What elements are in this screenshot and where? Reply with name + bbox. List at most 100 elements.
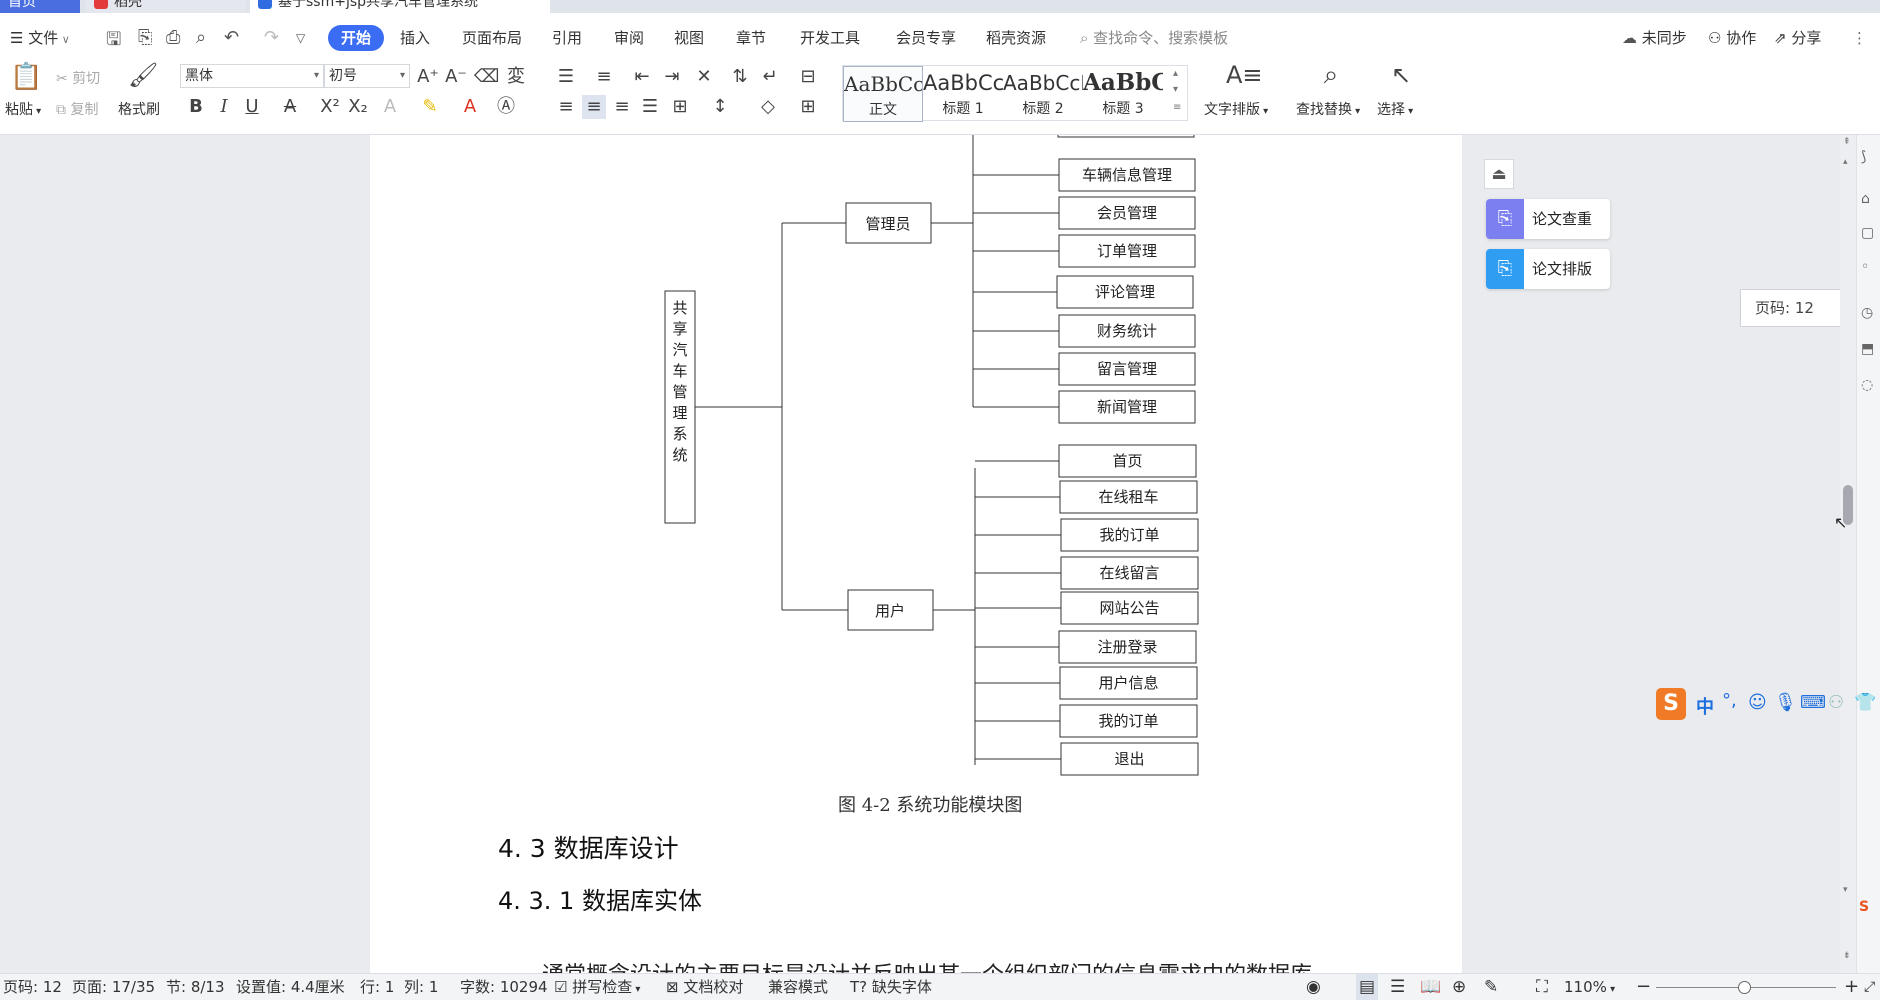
user-module-box[interactable]: 注册登录 <box>1058 630 1197 664</box>
magnifier-icon[interactable]: ⌕ <box>1323 60 1339 90</box>
status-section[interactable]: 节: 8/13 <box>166 978 225 996</box>
outline-view-icon[interactable]: ☰ <box>1390 977 1406 997</box>
sogou-logo-icon[interactable]: S <box>1656 688 1686 720</box>
side-tool-icon[interactable]: ◦ <box>1861 259 1870 275</box>
admin-module-box[interactable]: 新闻管理 <box>1058 390 1196 424</box>
align-right-icon[interactable]: ≡ <box>614 96 630 117</box>
user-module-box[interactable]: 首页 <box>1058 444 1197 478</box>
zoom-slider-knob[interactable] <box>1738 981 1751 994</box>
user-module-box[interactable]: 退出 <box>1060 742 1199 776</box>
align-center-icon[interactable]: ≡ <box>582 95 606 119</box>
missing-font-button[interactable]: T? 缺失字体 <box>850 974 932 1000</box>
zoom-level[interactable]: 110% ▾ <box>1564 978 1616 996</box>
distribute-icon[interactable]: ⊞ <box>672 96 688 117</box>
gallery-up-icon[interactable]: ▴ <box>1173 68 1179 79</box>
admin-module-box[interactable]: 财务统计 <box>1058 314 1196 348</box>
user-center-icon[interactable]: ⚇ <box>1828 692 1845 713</box>
bullets-icon[interactable]: ☰ <box>557 66 575 87</box>
sogou-icon[interactable]: S <box>1859 899 1870 915</box>
admin-module-box[interactable]: 订单管理 <box>1058 234 1196 268</box>
user-module-box[interactable]: 用户信息 <box>1059 666 1198 700</box>
reading-view-icon[interactable]: 📖 <box>1420 977 1442 997</box>
tab-stops-icon[interactable]: ⊟ <box>800 66 816 87</box>
scroll-down-icon[interactable]: ▾ <box>1843 885 1848 895</box>
sync-status[interactable]: ☁ 未同步 <box>1622 25 1687 51</box>
paragraph-mark-icon[interactable]: ↵ <box>762 66 778 87</box>
command-search[interactable]: ⌕ 查找命令、搜索模板 <box>1080 25 1228 51</box>
user-module-box[interactable]: 我的订单 <box>1060 518 1199 552</box>
tab-references[interactable]: 引用 <box>552 29 583 47</box>
scroll-bottom-icon[interactable]: ⇟ <box>1843 951 1851 961</box>
font-color-icon[interactable]: A <box>463 96 477 117</box>
skin-icon[interactable]: 👕 <box>1854 692 1877 713</box>
phonetic-guide-icon[interactable]: 変 <box>507 66 525 87</box>
compat-mode[interactable]: 兼容模式 <box>768 978 829 996</box>
punctuation-icon[interactable]: °, <box>1722 690 1737 711</box>
font-size-select[interactable]: 初号▾ <box>324 64 410 88</box>
clear-format-icon[interactable]: ⌫ <box>474 66 500 87</box>
user-module-box[interactable]: 在线留言 <box>1060 556 1199 590</box>
decrease-indent-icon[interactable]: ⇤ <box>634 66 650 87</box>
microphone-icon[interactable]: 🎙 <box>1774 692 1797 713</box>
spell-check-button[interactable]: ☑ 拼写检查 ▾ <box>554 978 641 996</box>
file-menu[interactable]: ☰ 文件 ∨ <box>10 25 70 51</box>
paper-check-button[interactable]: ⎘ 论文查重 <box>1486 199 1610 239</box>
scroll-top-icon[interactable]: ⇞ <box>1843 137 1851 147</box>
ime-lang-toggle[interactable]: 中 <box>1696 697 1714 718</box>
web-view-icon[interactable]: ⊕ <box>1452 977 1467 997</box>
vertical-scrollbar[interactable]: ⇞ ▴ ↖ ▾ ⇟ <box>1834 135 1856 973</box>
user-module-box[interactable]: 在线租车 <box>1059 480 1198 514</box>
tab-document[interactable]: 基于ssm+jsp共享汽车管理系统 <box>250 0 550 13</box>
quick-access-more-icon[interactable]: ▽ <box>296 31 306 45</box>
italic-icon[interactable]: I <box>220 96 228 117</box>
style-heading-3[interactable]: AaBbC 标题 3 <box>1083 66 1163 122</box>
highlight-icon[interactable]: ✎ <box>422 96 438 117</box>
tab-start[interactable]: 开始 <box>328 25 385 51</box>
select-button[interactable]: 选择 ▾ <box>1377 102 1414 118</box>
admin-module-box[interactable]: 车辆信息管理 <box>1058 158 1196 192</box>
tab-member[interactable]: 会员专享 <box>896 29 957 47</box>
undo-icon[interactable]: ↶ <box>224 27 240 48</box>
print-preview-icon[interactable]: ⌕ <box>196 27 207 48</box>
status-row[interactable]: 行: 1 <box>360 978 395 996</box>
print-icon[interactable]: ⎙ <box>166 27 181 48</box>
strikethrough-icon[interactable]: A <box>283 96 297 117</box>
cursor-select-icon[interactable]: ↖ <box>1390 61 1412 89</box>
redo-icon[interactable]: ↷ <box>264 27 280 48</box>
share-button[interactable]: ⇗ 分享 <box>1774 25 1821 51</box>
side-tool-icon[interactable]: ▢ <box>1861 225 1875 241</box>
paste-button[interactable]: 粘贴 ▾ <box>5 102 42 118</box>
style-heading-2[interactable]: AaBbCcI 标题 2 <box>1003 66 1083 122</box>
sort-icon[interactable]: ⇅ <box>732 66 748 87</box>
save-icon[interactable]: 🖫 <box>106 29 122 50</box>
root-node[interactable]: 共享汽车管理系统 <box>664 290 696 524</box>
zoom-out-icon[interactable]: − <box>1636 976 1652 997</box>
eye-protection-icon[interactable]: ◉ <box>1306 977 1321 997</box>
increase-indent-icon[interactable]: ⇥ <box>664 66 680 87</box>
justify-icon[interactable]: ☰ <box>641 96 659 117</box>
status-word-count[interactable]: 字数: 10294 <box>460 978 548 996</box>
admin-module-box[interactable]: 分类管理 <box>1057 135 1195 138</box>
status-page[interactable]: 页面: 17/35 <box>72 978 156 996</box>
numbering-icon[interactable]: ≡ <box>596 66 612 87</box>
status-page-no[interactable]: 页码: 12 <box>3 978 62 996</box>
tab-developer[interactable]: 开发工具 <box>800 29 861 47</box>
shrink-font-icon[interactable]: A⁻ <box>445 66 467 87</box>
side-tool-icon[interactable]: ⟆ <box>1861 149 1867 165</box>
scrollbar-thumb[interactable] <box>1843 485 1853 525</box>
text-layout-button[interactable]: 文字排版 ▾ <box>1204 102 1269 118</box>
bold-icon[interactable]: B <box>189 96 203 117</box>
format-painter-icon[interactable]: 🖌 <box>128 61 159 89</box>
admin-node[interactable]: 管理员 <box>845 202 932 244</box>
zoom-in-icon[interactable]: + <box>1844 976 1860 997</box>
page-view-icon[interactable]: ▤ <box>1356 974 1379 1000</box>
gallery-down-icon[interactable]: ▾ <box>1173 84 1179 95</box>
admin-module-box[interactable]: 留言管理 <box>1058 352 1196 386</box>
gallery-more-icon[interactable]: ≡ <box>1173 102 1182 113</box>
admin-module-box[interactable]: 会员管理 <box>1058 196 1196 230</box>
status-col[interactable]: 列: 1 <box>404 978 439 996</box>
more-icon[interactable]: ⋮ <box>1852 29 1867 47</box>
admin-module-box[interactable]: 评论管理 <box>1056 275 1194 309</box>
font-family-select[interactable]: 黑体▾ <box>180 64 324 88</box>
tab-docer[interactable]: 稻壳 <box>86 0 246 13</box>
